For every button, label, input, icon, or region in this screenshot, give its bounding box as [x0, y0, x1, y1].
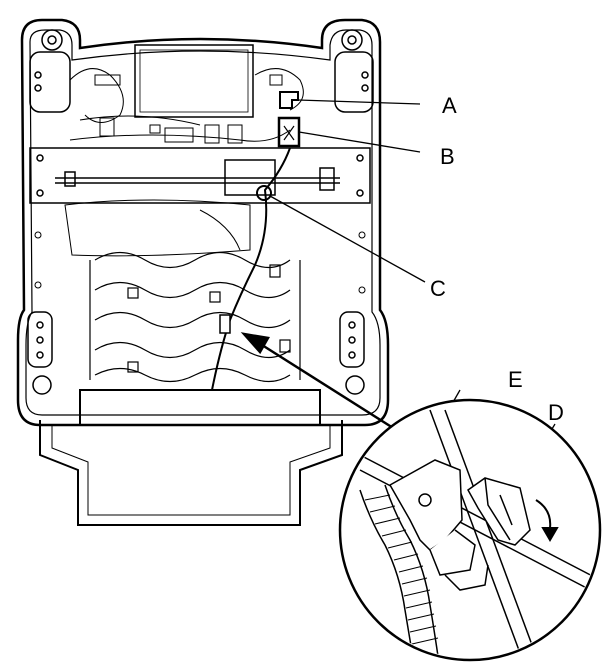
- control-module: [134, 44, 254, 118]
- rotate-arrow-icon: [535, 499, 559, 542]
- leader-line-a: [297, 99, 421, 105]
- corrugated-tube: [359, 489, 416, 658]
- leader-line-b: [298, 131, 421, 153]
- harness-clip: [219, 314, 231, 334]
- upper-harness: [69, 68, 304, 144]
- leader-line-c: [269, 195, 426, 283]
- callout-b: B: [440, 144, 455, 169]
- corner-hinge-right: [334, 29, 374, 113]
- corner-hinge-left: [29, 29, 71, 113]
- seat-springs: [89, 251, 301, 383]
- lower-bracket-left: [27, 311, 53, 395]
- callout-labels: A B C D E: [430, 93, 564, 425]
- callout-c: C: [430, 276, 446, 301]
- cross-bar: [29, 147, 371, 204]
- callout-a: A: [442, 93, 457, 118]
- lumbar-pad: [64, 199, 251, 257]
- callout-d: D: [548, 400, 564, 425]
- lower-bracket-right: [339, 311, 365, 395]
- wire-harness: [211, 147, 291, 391]
- detail-view: [338, 398, 602, 662]
- clip-c: [256, 185, 272, 201]
- connector-a: [279, 91, 299, 109]
- seat-back-frame: [16, 18, 390, 427]
- callout-e: E: [508, 367, 523, 392]
- frame-holes: [34, 231, 366, 294]
- tab-d: [467, 477, 531, 546]
- connector-b: [277, 116, 301, 148]
- seat-cushion-base: [39, 389, 343, 526]
